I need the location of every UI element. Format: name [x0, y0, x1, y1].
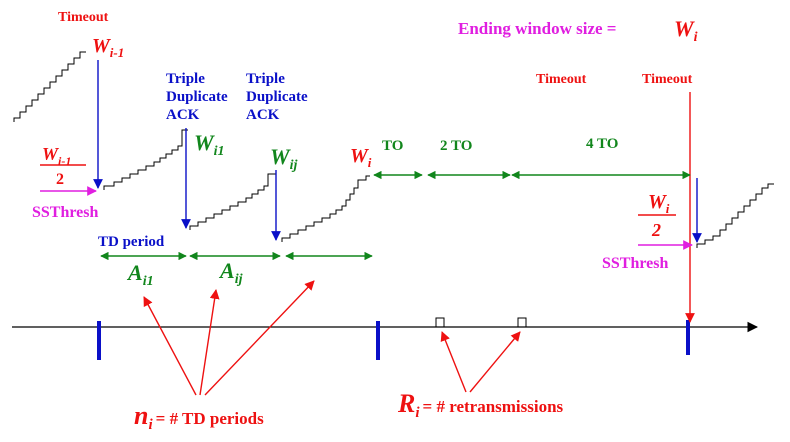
ending-window-label: Ending window size =	[458, 19, 616, 38]
window-staircase-2	[103, 129, 188, 190]
window-staircase-5	[696, 183, 774, 248]
td-period-label: TD period	[98, 234, 165, 250]
triple-dup-label-2: Triple Duplicate ACK	[246, 71, 311, 123]
to-4-label: 4 TO	[586, 136, 618, 152]
ssthresh-label-right: SSThresh	[602, 255, 669, 272]
retransmission-marker-1	[435, 317, 445, 327]
timeout-label-left: Timeout	[58, 10, 109, 25]
timeout-label-mid: Timeout	[536, 72, 587, 87]
frac-den-left: 2	[56, 171, 64, 188]
window-staircase-3	[189, 173, 276, 230]
a-i1-label: Ai1	[126, 260, 154, 289]
timeout-label-right: Timeout	[642, 72, 693, 87]
n-i-label: ni= # TD periods	[134, 401, 264, 433]
a-ij-label: Aij	[218, 258, 243, 287]
r-pointer-1	[440, 331, 467, 393]
window-staircase-1	[13, 51, 86, 122]
retransmission-marker-2	[517, 317, 527, 327]
frac-den-right: 2	[651, 220, 661, 240]
to-2-label: 2 TO	[440, 138, 472, 154]
w-i-label: Wi	[350, 145, 372, 170]
w-ij-label: Wij	[270, 144, 297, 173]
w-i1-label: Wi1	[194, 130, 224, 159]
n-pointer-1	[143, 296, 197, 396]
n-pointer-3	[204, 280, 315, 396]
r-pointer-2	[469, 331, 521, 393]
to-1-label: TO	[382, 138, 403, 154]
r-i-label: Ri= # retransmissions	[397, 389, 564, 421]
frac-num-left: Wi-1	[42, 144, 71, 168]
w-prev-label: Wi-1	[92, 35, 124, 60]
window-staircase-4	[281, 175, 370, 242]
ending-window-w: Wi	[674, 16, 698, 45]
ssthresh-label-left: SSThresh	[32, 204, 99, 221]
frac-num-right: Wi	[648, 191, 670, 216]
triple-dup-label-1: Triple Duplicate ACK	[166, 71, 231, 123]
n-pointer-2	[199, 289, 220, 396]
